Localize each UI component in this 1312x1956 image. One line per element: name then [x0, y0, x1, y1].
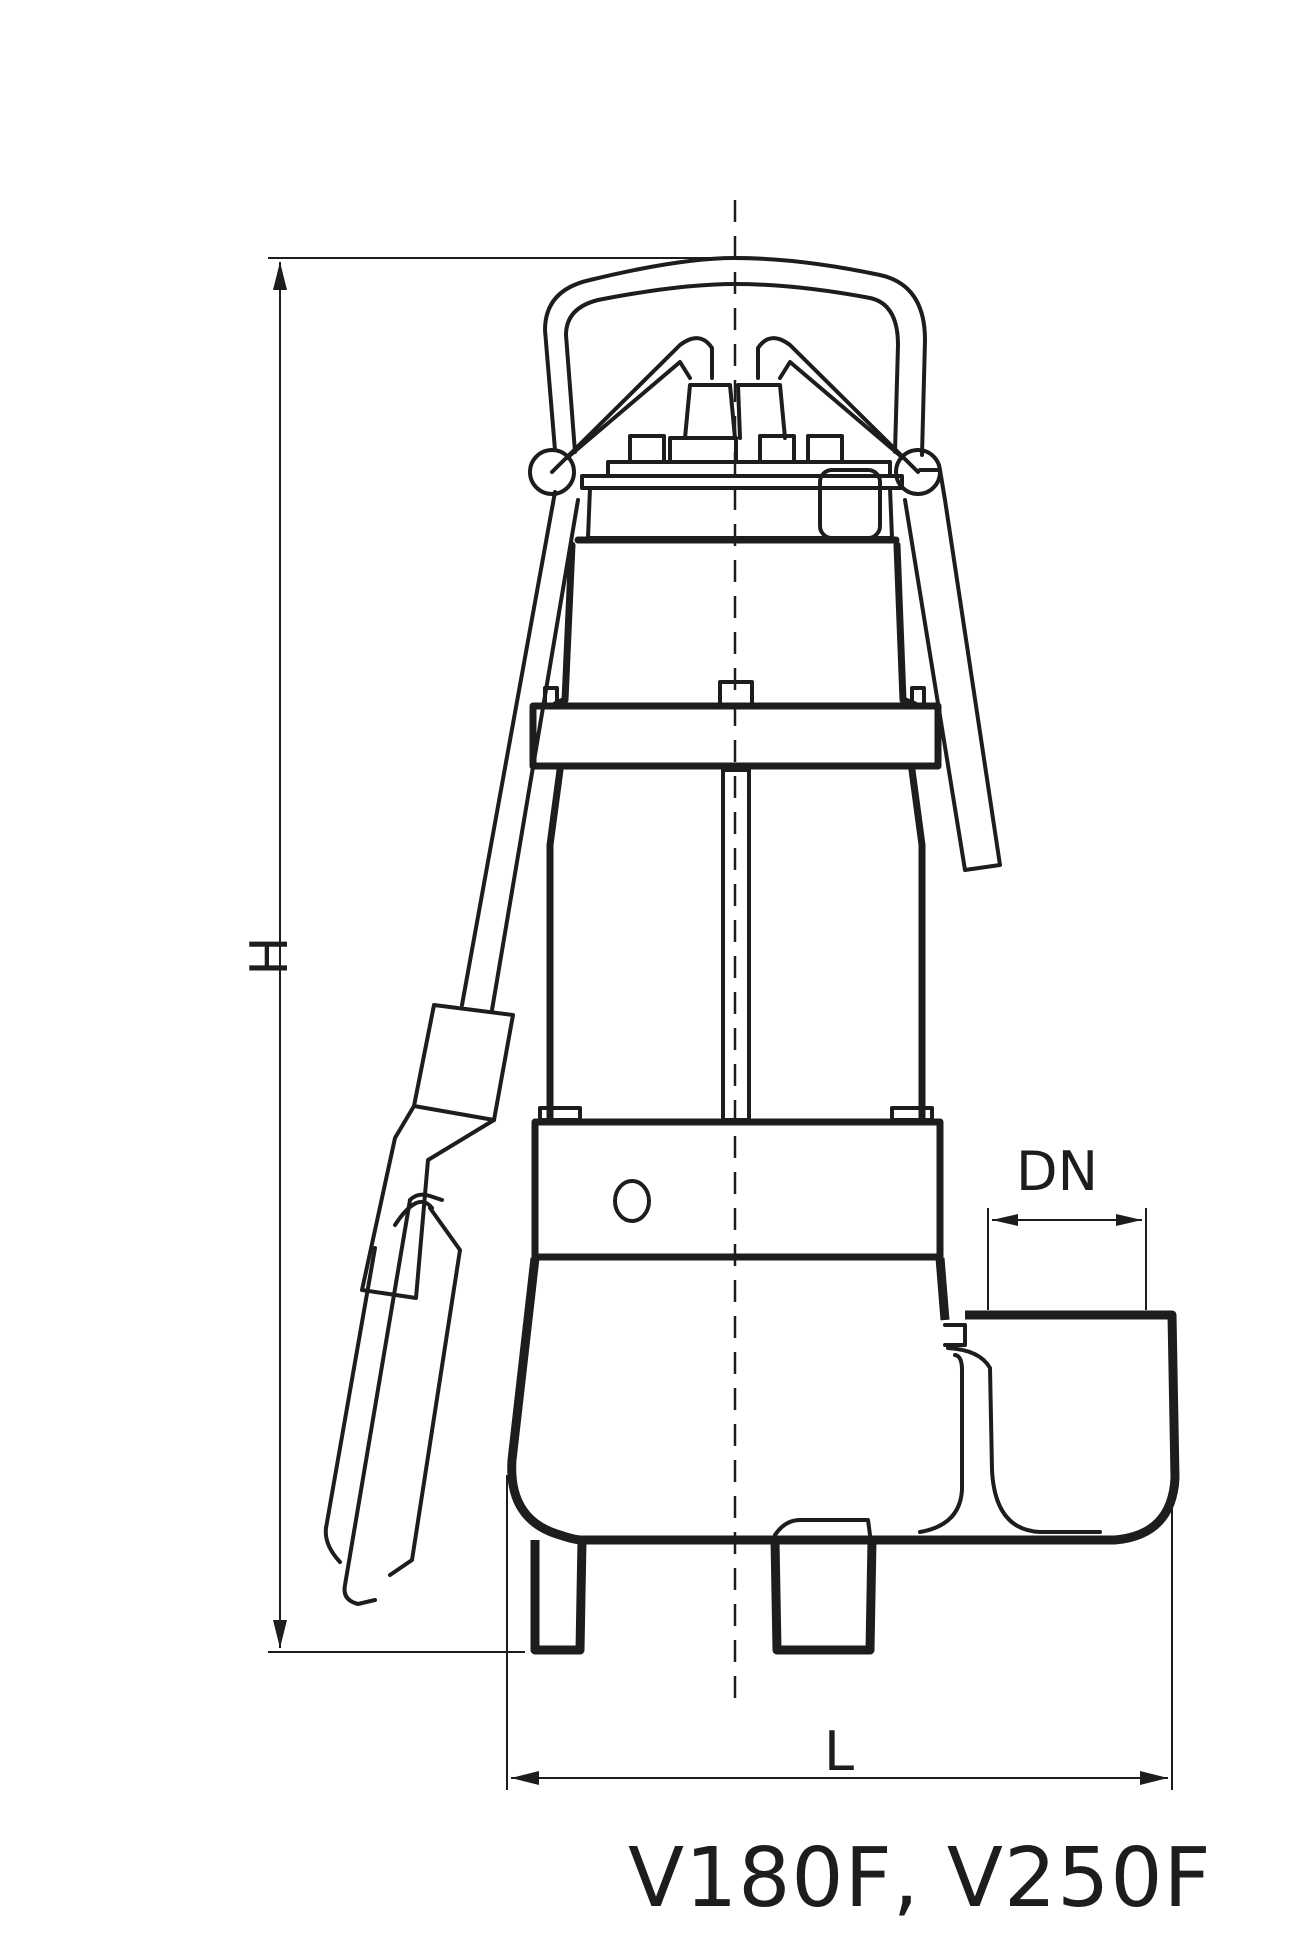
float-switch [323, 490, 580, 1606]
nominal-diameter-label: DN [1016, 1140, 1098, 1203]
length-dimension [506, 1475, 1173, 1790]
height-label: H [240, 936, 300, 976]
discharge-outlet [582, 1310, 1180, 1545]
nominal-diameter-dimension [987, 1208, 1147, 1310]
power-cable [903, 468, 1002, 872]
carrying-handle [528, 256, 942, 496]
model-title: V180F, V250F [628, 1831, 1212, 1926]
pump-feet [530, 1518, 877, 1655]
pump-housing [507, 1118, 950, 1545]
height-dimension [268, 257, 728, 1653]
length-label: L [824, 1720, 855, 1783]
